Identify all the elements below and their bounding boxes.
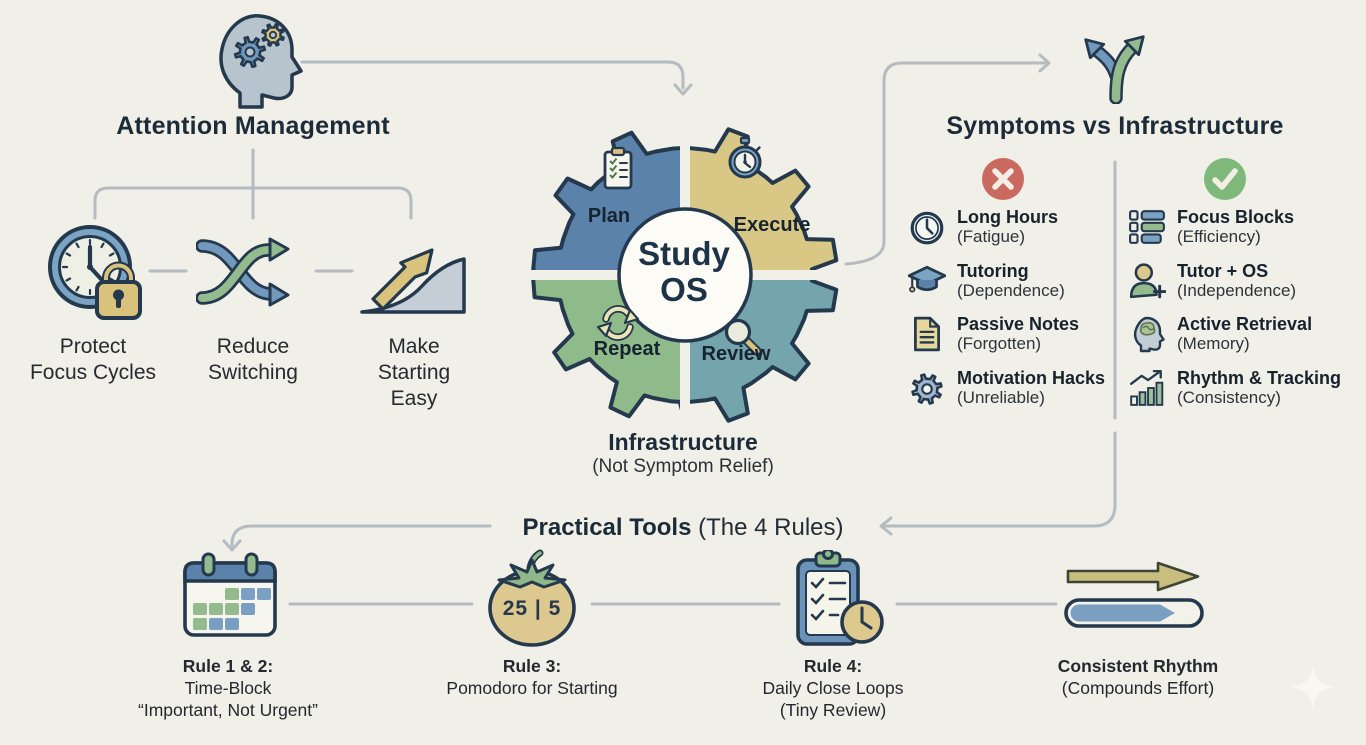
gear-center-circle xyxy=(617,207,753,343)
infrastructure-row: Focus Blocks (Efficiency) xyxy=(1128,208,1294,246)
refresh-icon xyxy=(596,305,640,341)
symptom-row: Long Hours (Fatigue) xyxy=(908,208,1058,246)
graduation-cap-icon xyxy=(908,265,946,293)
pomodoro-icon xyxy=(488,549,576,647)
gear-repeat-label: Repeat xyxy=(593,338,661,360)
calendar-icon xyxy=(183,552,277,637)
bar-chart-icon xyxy=(1130,369,1164,406)
infrastructure-row: Rhythm & Tracking (Consistency) xyxy=(1128,369,1341,407)
clipboard-icon xyxy=(603,146,633,190)
tool-label: Rule 3:Pomodoro for Starting xyxy=(446,656,618,698)
magnifier-icon xyxy=(724,318,763,357)
symptom-row: Passive Notes (Forgotten) xyxy=(908,315,1079,353)
progress-bar-icon xyxy=(1064,561,1204,628)
fork-arrows-icon xyxy=(1084,35,1145,104)
cross-badge-icon xyxy=(982,158,1024,200)
sparkle-watermark xyxy=(1291,665,1335,709)
study-os-gear-diagram xyxy=(531,127,839,423)
tool-label: Consistent Rhythm(Compounds Effort) xyxy=(1057,656,1219,698)
infrastructure-row: Active Retrieval (Memory) xyxy=(1128,315,1312,353)
check-badge-icon xyxy=(1204,158,1246,200)
focus-blocks-icon xyxy=(1129,210,1165,244)
head-gears-icon xyxy=(219,14,303,109)
calendar-time-blocks xyxy=(193,588,271,630)
gear-plan-label: Plan xyxy=(587,205,631,227)
comparison-title: Symptoms vs Infrastructure xyxy=(946,112,1284,140)
tool-label: Rule 4:Daily Close Loops(Tiny Review) xyxy=(762,656,904,720)
rising-slope-icon xyxy=(360,248,466,314)
clock-icon xyxy=(910,211,944,245)
pomodoro-timer-label: 25 | 5 xyxy=(502,597,562,620)
gear-execute-label: Execute xyxy=(733,214,811,236)
switch-arrows-icon xyxy=(196,237,290,307)
infrastructure-row: Tutor + OS (Independence) xyxy=(1128,262,1296,300)
clock-lock-icon xyxy=(48,225,142,320)
infrastructure-caption: Infrastructure xyxy=(608,429,758,455)
brain-head-icon xyxy=(1133,316,1165,353)
attention-title: Attention Management xyxy=(116,112,390,140)
tool-label: Rule 1 & 2:Time-Block“Important, Not Urg… xyxy=(138,656,318,720)
infrastructure-subcaption: (Not Symptom Relief) xyxy=(592,456,774,477)
symptom-row: Motivation Hacks (Unreliable) xyxy=(908,369,1105,407)
tools-title: Practical Tools (The 4 Rules) xyxy=(522,514,844,541)
stopwatch-icon xyxy=(728,136,762,179)
person-plus-icon xyxy=(1129,263,1166,299)
document-icon xyxy=(914,316,940,352)
gear-review-label: Review xyxy=(701,343,771,365)
gear-icon xyxy=(911,373,943,405)
checklist-clock-icon xyxy=(796,550,884,646)
symptom-row: Tutoring (Dependence) xyxy=(908,262,1065,300)
